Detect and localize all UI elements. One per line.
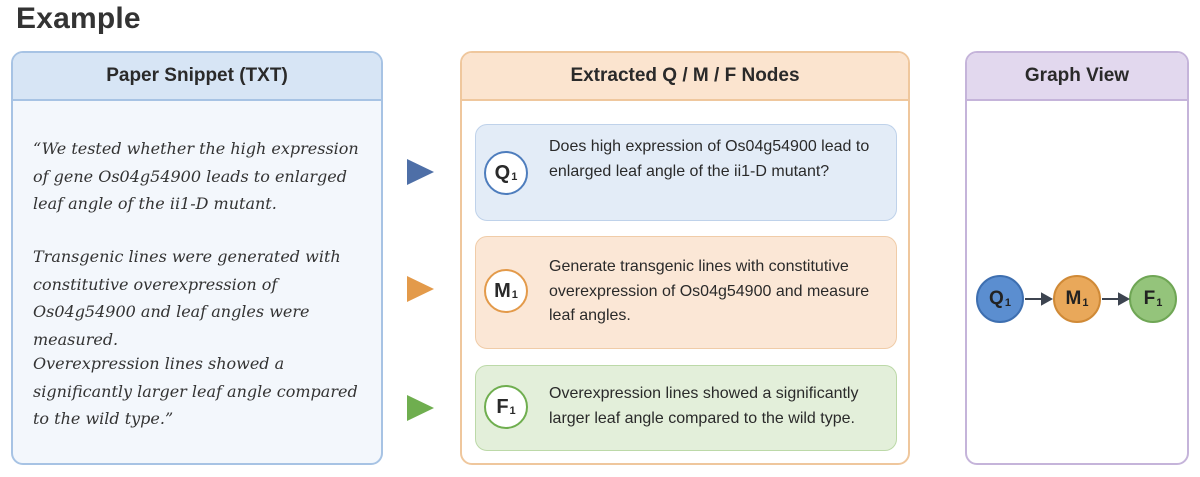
- graph-node-q-letter: Q: [989, 288, 1004, 309]
- graph-node-q-index: 1: [1004, 297, 1011, 309]
- method-text: Generate transgenic lines with constitut…: [549, 258, 870, 324]
- snippet-paragraph-question: “We tested whether the high expression o…: [33, 139, 359, 213]
- question-letter: Q: [494, 161, 511, 184]
- paper-snippet-title: Paper Snippet (TXT): [13, 53, 381, 101]
- question-index: 1: [511, 171, 518, 183]
- graph-edges: [1025, 292, 1131, 306]
- graph-view-title: Graph View: [967, 53, 1187, 101]
- edge-q-to-m-arrowhead: [1041, 292, 1054, 306]
- graph-node-f-index: 1: [1156, 297, 1163, 309]
- snippet-paragraph-finding: Overexpression lines showed a significan…: [33, 354, 358, 428]
- method-letter: M: [494, 279, 511, 302]
- graph-node-m-index: 1: [1082, 297, 1089, 309]
- arrow-right-icon: [407, 395, 434, 421]
- graph-node-m-letter: M: [1065, 288, 1082, 309]
- arrow-right-icon: [407, 276, 434, 302]
- edge-m-to-f-arrowhead: [1118, 292, 1131, 306]
- extracted-nodes-title: Extracted Q / M / F Nodes: [462, 53, 908, 101]
- finding-letter: F: [496, 395, 509, 418]
- question-text: Does high expression of Os04g54900 lead …: [549, 138, 870, 180]
- snippet-paragraph-method: Transgenic lines were generated with con…: [33, 247, 341, 349]
- paper-snippet-panel: Paper Snippet (TXT) “We tested whether t…: [11, 51, 383, 465]
- arrow-right-icon: [407, 159, 434, 185]
- graph-node-f-letter: F: [1143, 288, 1156, 309]
- method-index: 1: [511, 289, 518, 301]
- page-title: Example: [16, 2, 141, 35]
- finding-text: Overexpression lines showed a significan…: [549, 385, 859, 427]
- finding-index: 1: [509, 405, 516, 417]
